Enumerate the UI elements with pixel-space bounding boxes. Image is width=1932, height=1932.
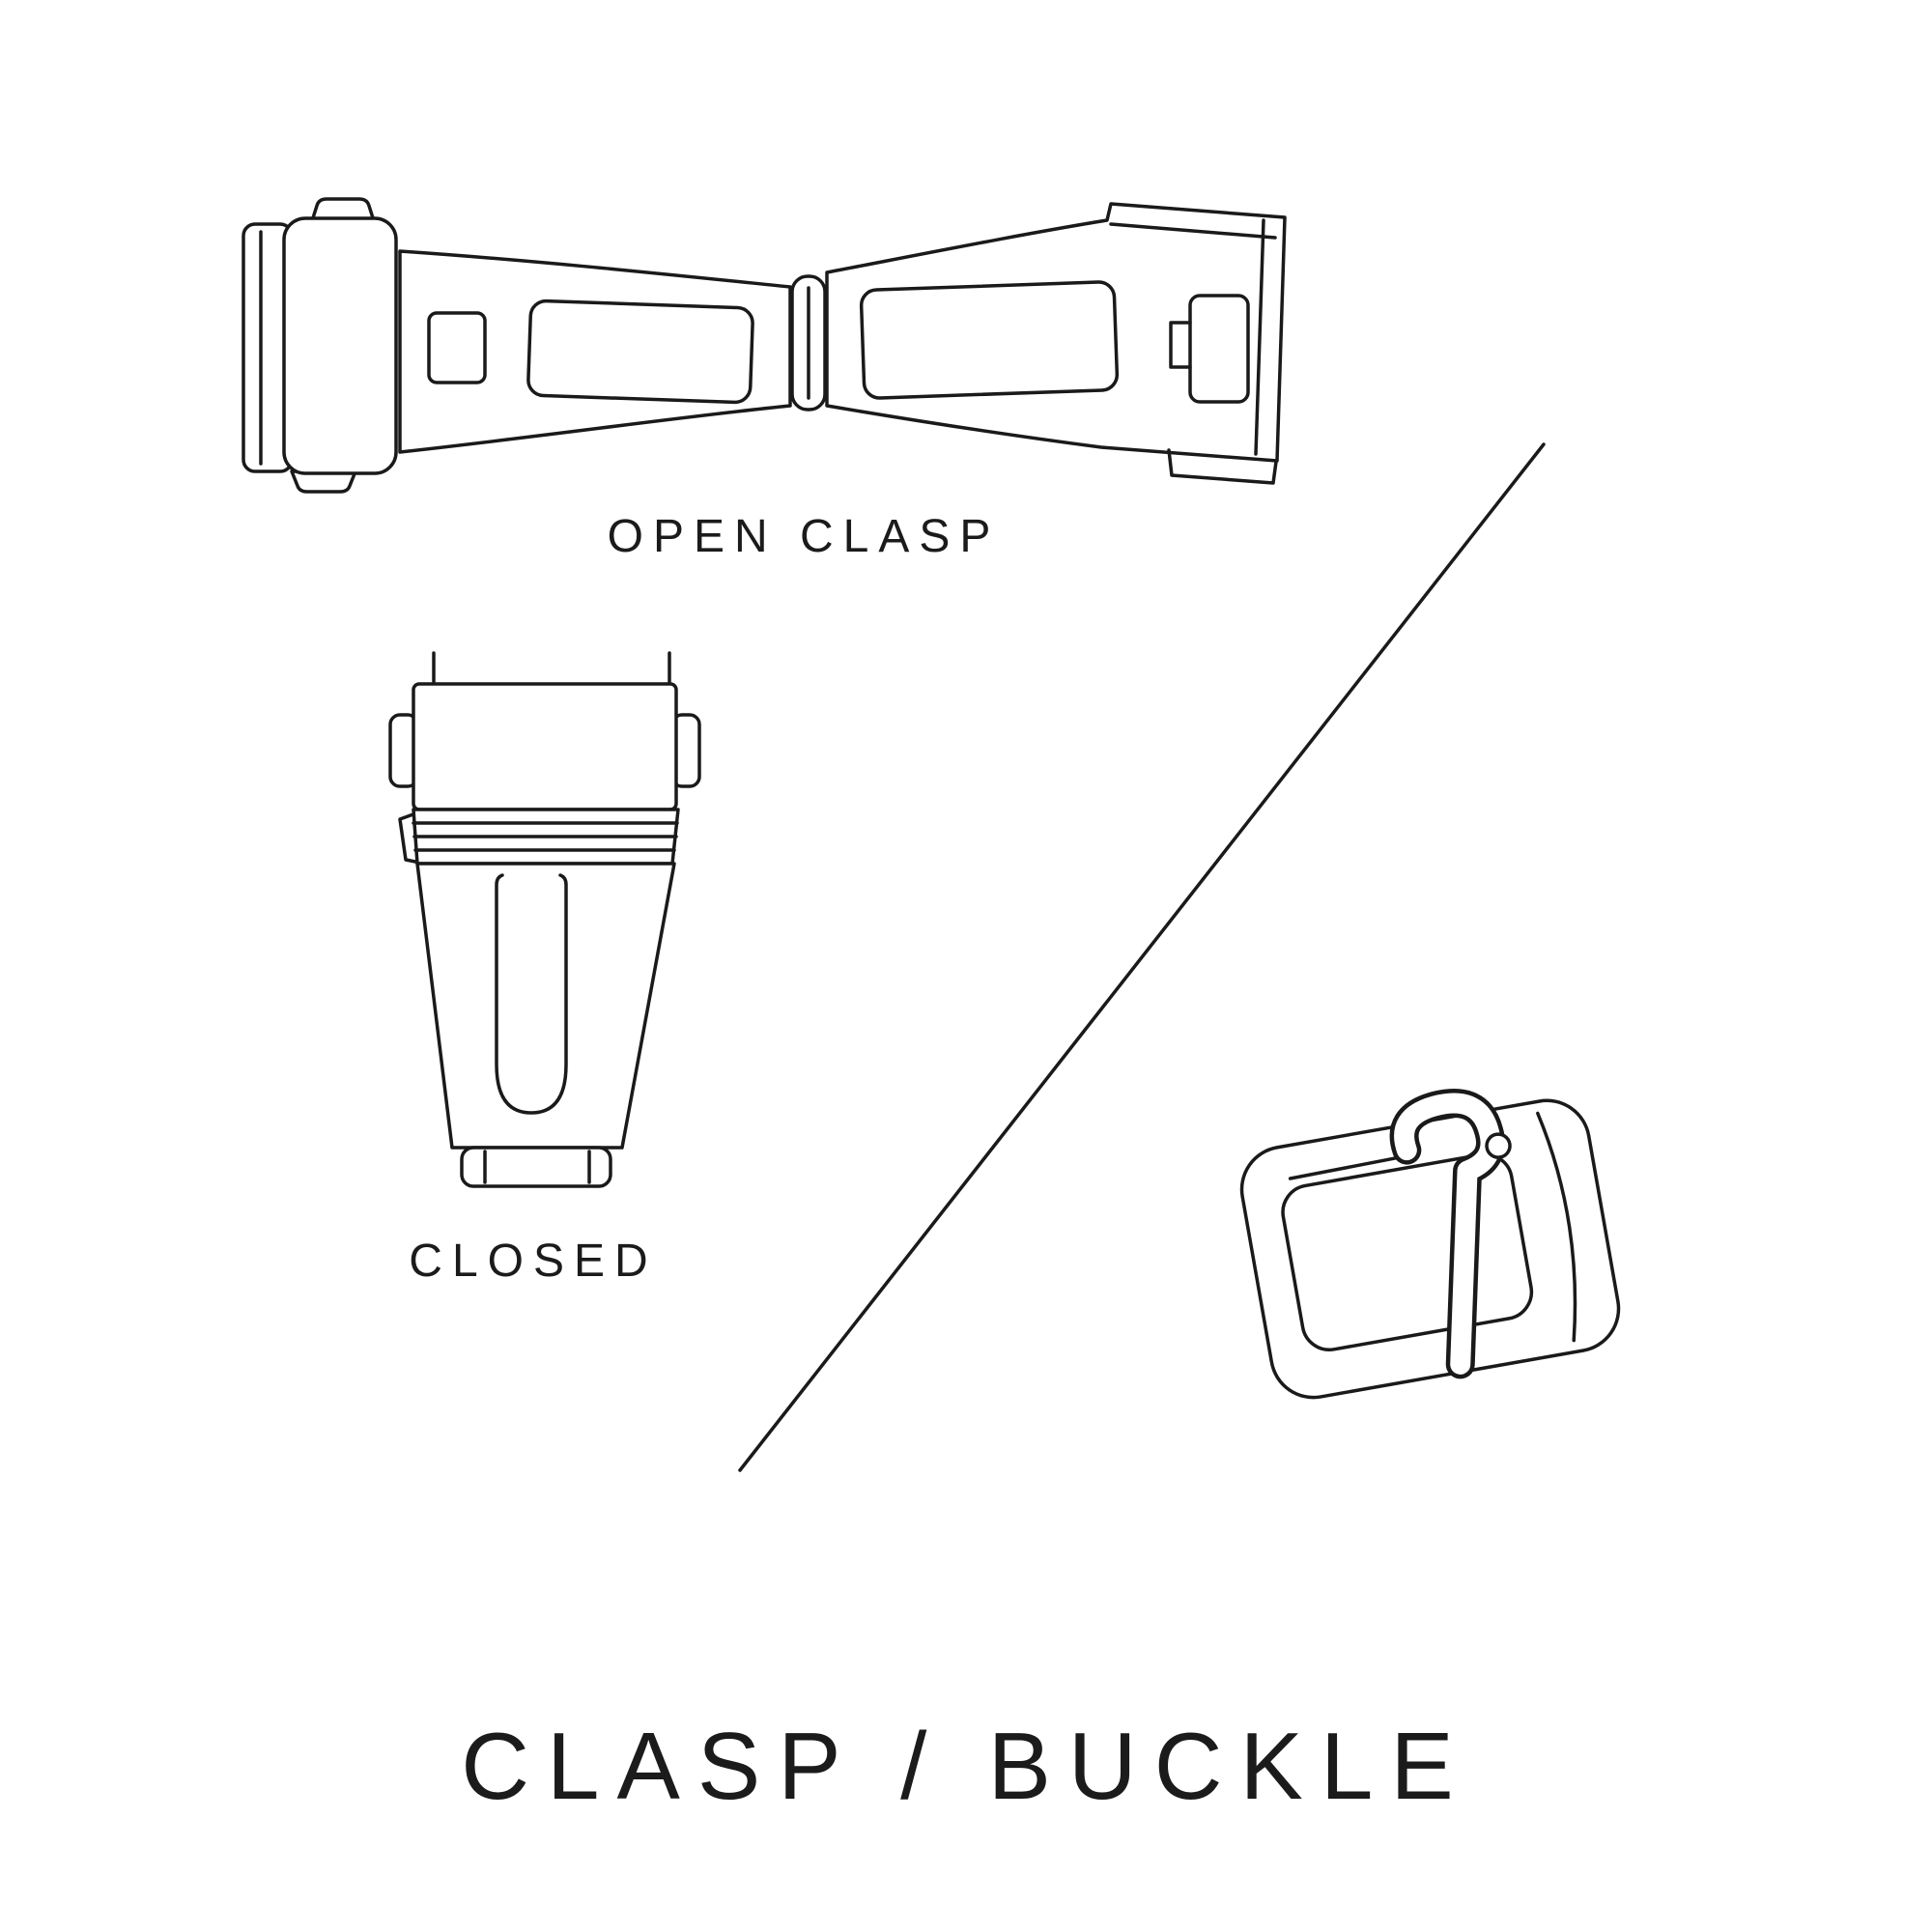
diagram-title: CLASP / BUCKLE [461,1713,1471,1819]
open-clasp-illustration [242,197,1287,494]
clasp-right-top-step-line [1109,222,1277,240]
buckle-pin [1288,1154,1405,1180]
clasp-catch-notch [427,311,487,384]
clasp-right-bottom-tab [1167,448,1278,485]
clasp-left-cutout [526,298,754,405]
tang-buckle-illustration [1239,1089,1621,1400]
closed-clasp-label: CLOSED [409,1236,658,1287]
open-clasp-label: OPEN CLASP [607,511,1001,562]
clasp-right-cutout [859,280,1120,400]
closed-clasp-body [415,862,676,1150]
clasp-right-end-inner-line [1254,218,1265,456]
closed-clasp-bottom-bar [460,1146,612,1188]
clasp-end-block [282,216,398,475]
clasp-hook-block [1188,294,1250,404]
buckle-right-band-line [1536,1111,1577,1343]
closed-clasp-slot [495,873,568,1115]
buckle-pin-ring [1485,1132,1512,1159]
diagonal-divider-line [738,442,1546,1472]
buckle-tongue-fill [1394,1093,1501,1375]
closed-clasp-illustration [388,651,701,1188]
closed-clasp-top-block [412,682,678,811]
clasp-hook-line [1169,321,1192,369]
clasp-bottom-tab [290,469,357,494]
